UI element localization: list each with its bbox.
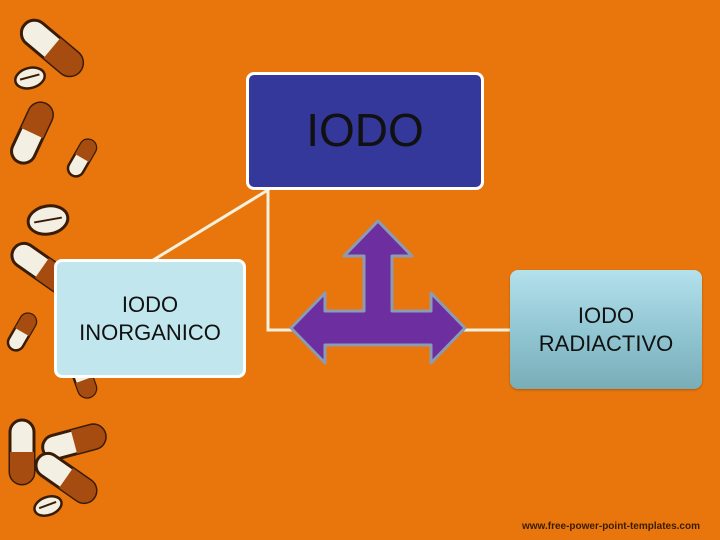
node-right-label: IODO RADIACTIVO [539,302,673,357]
node-left: IODO INORGANICO [54,259,246,378]
footer-url: www.free-power-point-templates.com [522,521,718,532]
connector-top-to-left [150,190,268,262]
node-left-line-2: INORGANICO [79,320,221,345]
node-left-label: IODO INORGANICO [79,291,221,346]
node-top: IODO [246,72,484,190]
node-right: IODO RADIACTIVO [510,270,702,389]
node-right-line-2: RADIACTIVO [539,331,673,356]
node-left-line-1: IODO [122,292,178,317]
node-right-line-1: IODO [578,303,634,328]
three-way-arrow-icon [288,218,468,370]
node-top-label: IODO [306,102,424,160]
